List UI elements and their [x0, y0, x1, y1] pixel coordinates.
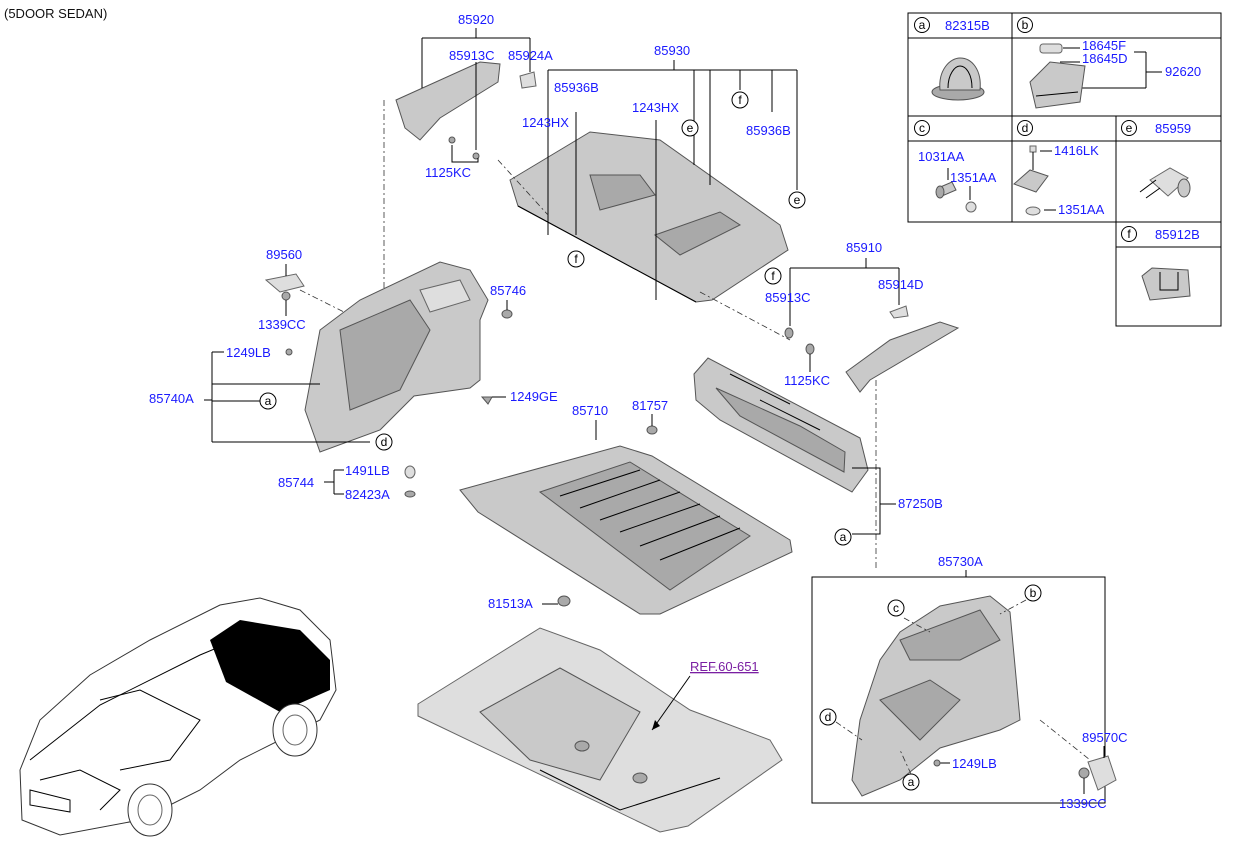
side-trim-85730A — [851, 595, 1021, 797]
label-85913C-top: 85913C — [449, 48, 495, 63]
luggage-covering-85710 — [459, 445, 793, 615]
label-82423A: 82423A — [345, 487, 390, 502]
callout-b-right: b — [1030, 586, 1037, 600]
label-1249GE: 1249GE — [510, 389, 558, 404]
legend-part-1416LK: 1416LK — [1054, 143, 1099, 158]
diagram-title: (5DOOR SEDAN) — [4, 6, 107, 21]
label-1243HX-a: 1243HX — [522, 115, 569, 130]
floor-panel — [417, 627, 783, 833]
label-85914D: 85914D — [878, 277, 924, 292]
legend-letter-b: b — [1022, 18, 1029, 32]
label-1339CC-right: 1339CC — [1059, 796, 1107, 811]
label-89560: 89560 — [266, 247, 302, 262]
label-85710: 85710 — [572, 403, 608, 418]
callout-d-right: d — [825, 710, 832, 724]
label-85740A: 85740A — [149, 391, 194, 406]
bracket-89560 — [264, 273, 305, 301]
legend-letter-e: e — [1126, 121, 1133, 135]
legend-part-92620: 92620 — [1165, 64, 1201, 79]
package-tray-85930 — [509, 131, 789, 303]
label-81757: 81757 — [632, 398, 668, 413]
rear-trim-85910 — [784, 305, 960, 393]
callout-e-right: e — [794, 193, 801, 207]
label-85744: 85744 — [278, 475, 314, 490]
legend-part-18645F: 18645F — [1082, 38, 1126, 53]
label-85924A: 85924A — [508, 48, 553, 63]
callout-a-mid: a — [840, 530, 847, 544]
label-85910: 85910 — [846, 240, 882, 255]
upper-trim-85920 — [395, 61, 537, 160]
legend-part-1351AA-c: 1351AA — [950, 170, 997, 185]
leader-lines-85920 — [421, 28, 531, 150]
label-87250B: 87250B — [898, 496, 943, 511]
legend-part-85959: 85959 — [1155, 121, 1191, 136]
bracket-icon-1416LK — [1013, 145, 1049, 216]
legend-letter-f: f — [1127, 227, 1131, 241]
leader-lines-85930 — [547, 60, 798, 300]
legend-letter-c: c — [919, 121, 925, 135]
side-trim-85740A — [304, 261, 489, 453]
legend-part-1031AA: 1031AA — [918, 149, 965, 164]
clip-icon-82315B — [931, 57, 985, 101]
label-85936B-b: 85936B — [746, 123, 791, 138]
label-1243HX-b: 1243HX — [632, 100, 679, 115]
label-85730A: 85730A — [938, 554, 983, 569]
callout-a-left: a — [265, 394, 272, 408]
legend-part-82315B: 82315B — [945, 18, 990, 33]
leader-lines-85740A — [204, 351, 370, 443]
callout-f-right: f — [771, 269, 775, 283]
callout-a-right: a — [908, 775, 915, 789]
callout-f-left: f — [574, 252, 578, 266]
label-1125KC-top: 1125KC — [425, 165, 471, 180]
ref-link-60-651[interactable]: REF.60-651 — [690, 659, 759, 674]
legend-letter-a: a — [919, 18, 926, 32]
screw-icon-1031AA — [935, 168, 977, 213]
label-1339CC-left: 1339CC — [258, 317, 306, 332]
callout-c-right: c — [893, 601, 899, 615]
sill-trim-87250B — [693, 357, 869, 493]
label-85913C-right: 85913C — [765, 290, 811, 305]
label-1249LB-left: 1249LB — [226, 345, 271, 360]
callout-e-top: e — [687, 121, 694, 135]
legend-part-18645D: 18645D — [1082, 51, 1128, 66]
label-89570C: 89570C — [1082, 730, 1128, 745]
label-85920: 85920 — [458, 12, 494, 27]
label-81513A: 81513A — [488, 596, 533, 611]
legend-letter-d: d — [1022, 121, 1029, 135]
callout-d-left: d — [381, 435, 388, 449]
vehicle-location-illustration — [19, 597, 337, 837]
label-1491LB: 1491LB — [345, 463, 390, 478]
legend-part-1351AA-d: 1351AA — [1058, 202, 1105, 217]
label-85746: 85746 — [490, 283, 526, 298]
label-85936B-a: 85936B — [554, 80, 599, 95]
callout-f-top: f — [738, 93, 742, 107]
legend-table: a 82315B b 18645F 18645D 92620 c 1031AA … — [907, 12, 1222, 327]
hook-icon-85959 — [1139, 167, 1191, 199]
clip-icon-85912B — [1141, 267, 1191, 301]
label-85930: 85930 — [654, 43, 690, 58]
label-1125KC-right: 1125KC — [784, 373, 830, 388]
lamp-icon-92620 — [1029, 43, 1086, 109]
legend-part-85912B: 85912B — [1155, 227, 1200, 242]
label-1249LB-right: 1249LB — [952, 756, 997, 771]
bracket-89570C — [1078, 755, 1117, 791]
